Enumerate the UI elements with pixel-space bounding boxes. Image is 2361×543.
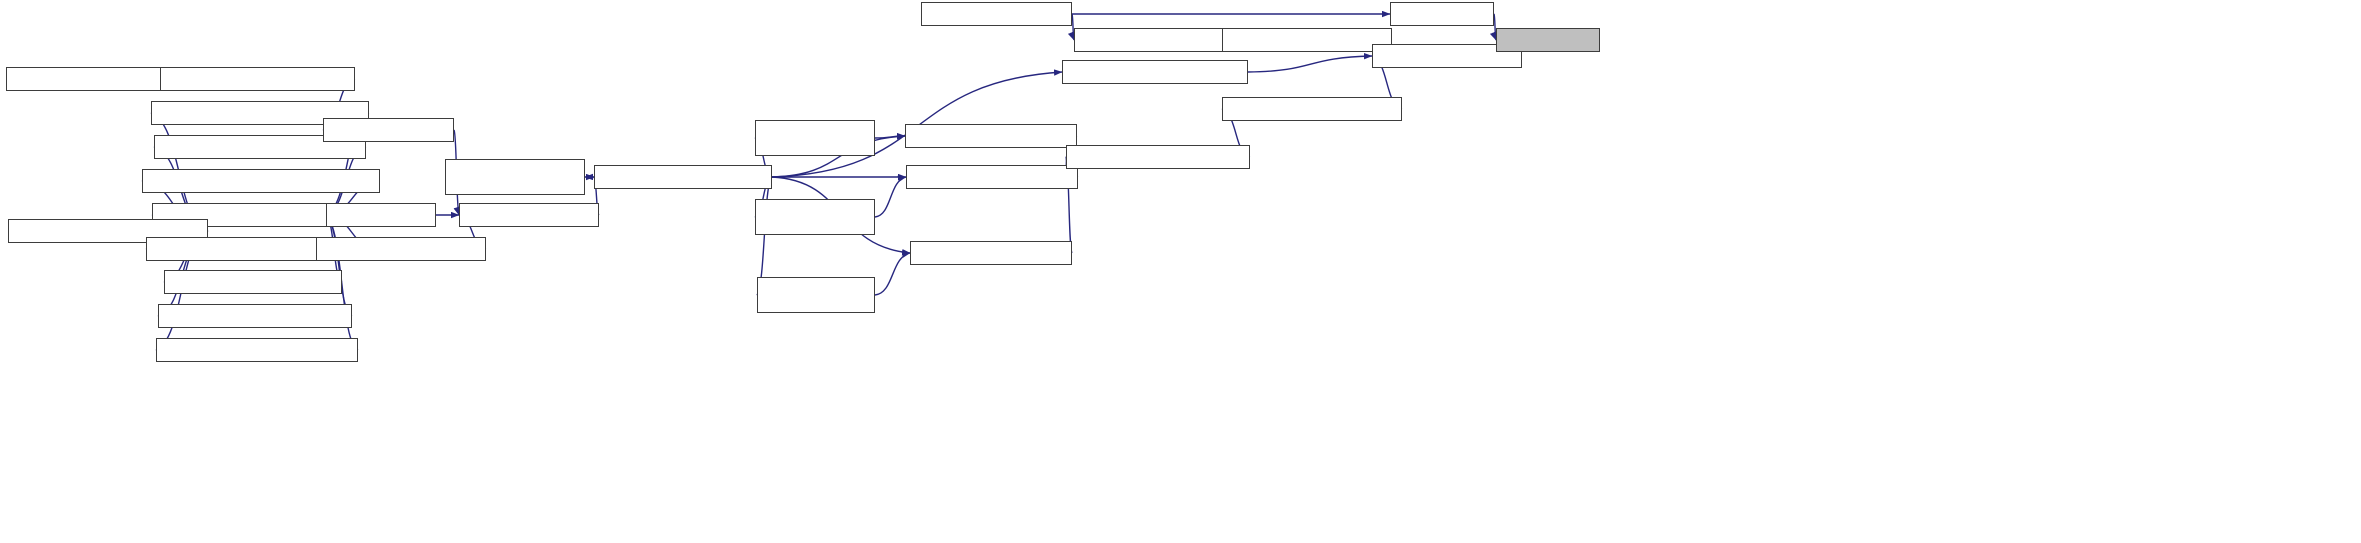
node-LWGEOMFromTWKB[interactable]: [316, 237, 486, 261]
node-lwmultipoly_from_twkb_state[interactable]: [757, 277, 875, 313]
node-lwpoly_from_twkb_state[interactable]: [910, 241, 1072, 265]
node-twkb_parse_state_double[interactable]: [1062, 60, 1248, 84]
edge-lwmultiline_from_twkb_state-to-lwline_from_twkb_state: [874, 132, 906, 140]
edge-twkb_parse_state_double-to-varint_s64_decode: [1247, 52, 1373, 73]
node-lwgeom_from_twkb[interactable]: [459, 203, 599, 227]
node-varint_suite_setup[interactable]: [921, 2, 1072, 26]
node-lwmultiline_from_twkb_state[interactable]: [755, 120, 875, 156]
node-lwmultipoint_from_twkb_state[interactable]: [755, 199, 875, 235]
node-test_zigzag[interactable]: [1390, 2, 1494, 26]
node-lwline_from_twkb_state[interactable]: [905, 124, 1077, 148]
node-test_twkb_in_multilinestring[interactable]: [142, 169, 380, 193]
node-ptarray_from_twkb_state[interactable]: [1066, 145, 1250, 169]
edge-lwmultipoly_from_twkb_state-to-lwpoly_from_twkb_state: [874, 251, 911, 296]
node-test_twkb_in_precision[interactable]: [156, 338, 358, 362]
node-twkb_parse_state_varint[interactable]: [1222, 97, 1402, 121]
node-lwgeom_from_twkb_state[interactable]: [594, 165, 772, 189]
node-unzigzag64[interactable]: [1496, 28, 1600, 52]
node-test_twkb_out_idlist[interactable]: [160, 67, 355, 91]
node-do_test_s64_roundtrip[interactable]: [1222, 28, 1392, 52]
node-test_varint_roundtrip[interactable]: [1074, 28, 1236, 52]
node-cu_twkb_idlist[interactable]: [323, 118, 454, 142]
node-lwcollection_from_twkb_state[interactable]: [445, 159, 585, 195]
node-cu_twkb_in[interactable]: [326, 203, 436, 227]
node-lwpoint_from_twkb_state[interactable]: [906, 165, 1078, 189]
node-test_twkb_in_point[interactable]: [164, 270, 342, 294]
node-test_twkb_in_polygon[interactable]: [158, 304, 352, 328]
edge-varint_suite_setup-to-test_varint_roundtrip: [1067, 13, 1075, 41]
edge-lwmultipoint_from_twkb_state-to-lwpoint_from_twkb_state: [874, 175, 907, 218]
